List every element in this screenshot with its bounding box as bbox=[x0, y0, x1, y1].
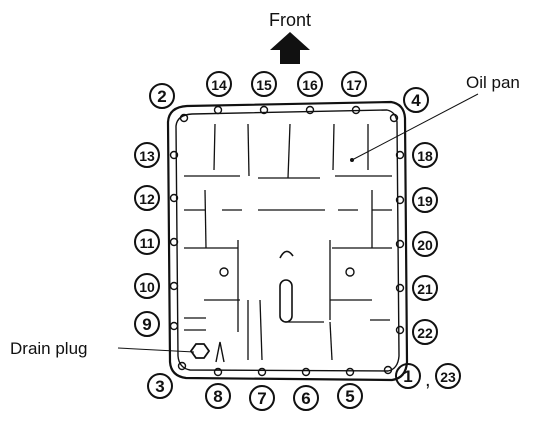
bolt-hole-9 bbox=[169, 321, 179, 331]
bolt-callout-14: 14 bbox=[206, 71, 232, 97]
bolt-callout-23: 23 bbox=[435, 363, 461, 389]
svg-text:3: 3 bbox=[155, 377, 164, 396]
bolt-callout-19: 19 bbox=[412, 187, 438, 213]
bolt-hole-7 bbox=[257, 367, 267, 377]
bolt-callout-21: 21 bbox=[412, 275, 438, 301]
bolt-callout-10: 10 bbox=[134, 273, 160, 299]
bolt-callout-6: 6 bbox=[293, 385, 319, 411]
inner-hole-right bbox=[345, 267, 355, 277]
bolt-hole-14 bbox=[213, 105, 223, 115]
front-label: Front bbox=[269, 10, 311, 30]
drain-plug-leader-line bbox=[117, 347, 195, 353]
bolt-callout-22: 22 bbox=[412, 319, 438, 345]
drain-plug-icon bbox=[189, 343, 211, 359]
bolt-callout-13: 13 bbox=[134, 142, 160, 168]
bolt-hole-3 bbox=[177, 361, 187, 371]
bolt-hole-10 bbox=[169, 281, 179, 291]
svg-text:10: 10 bbox=[139, 279, 155, 295]
svg-text:14: 14 bbox=[211, 77, 227, 93]
svg-text:8: 8 bbox=[213, 387, 222, 406]
bolt-callout-17: 17 bbox=[341, 71, 367, 97]
bolt-hole-6 bbox=[301, 367, 311, 377]
svg-text:21: 21 bbox=[417, 281, 433, 297]
svg-text:13: 13 bbox=[139, 148, 155, 164]
bolt-hole-4 bbox=[389, 113, 399, 123]
bolt-hole-17 bbox=[351, 105, 361, 115]
drain-plug-label: Drain plug bbox=[10, 339, 88, 358]
svg-text:6: 6 bbox=[301, 389, 310, 408]
svg-text:16: 16 bbox=[302, 77, 318, 93]
bolt-callout-11: 11 bbox=[134, 229, 160, 255]
bolt-callout-12: 12 bbox=[134, 185, 160, 211]
bolt-callout-20: 20 bbox=[412, 231, 438, 257]
inner-hole-left bbox=[219, 267, 229, 277]
callout-separator: , bbox=[425, 369, 431, 391]
svg-text:5: 5 bbox=[345, 387, 354, 406]
bolt-callout-3: 3 bbox=[147, 373, 173, 399]
bolt-hole-18 bbox=[395, 150, 405, 160]
oil-pan-label: Oil pan bbox=[466, 73, 520, 92]
inner-slot-feature bbox=[279, 279, 293, 323]
svg-text:23: 23 bbox=[440, 369, 456, 385]
bolt-callout-1: 1 bbox=[395, 363, 421, 389]
svg-text:9: 9 bbox=[142, 315, 151, 334]
svg-text:20: 20 bbox=[417, 237, 433, 253]
svg-text:1: 1 bbox=[403, 367, 412, 386]
svg-text:22: 22 bbox=[417, 325, 433, 341]
bolt-callout-4: 4 bbox=[403, 87, 429, 113]
bolt-hole-2 bbox=[179, 113, 189, 123]
bolt-hole-8 bbox=[213, 367, 223, 377]
bolt-hole-12 bbox=[169, 193, 179, 203]
bolt-hole-20 bbox=[395, 239, 405, 249]
bolt-callout-9: 9 bbox=[134, 311, 160, 337]
bolt-holes bbox=[169, 105, 405, 377]
bolt-hole-13 bbox=[169, 150, 179, 160]
svg-text:4: 4 bbox=[411, 91, 421, 110]
oil-pan-leader-line bbox=[351, 93, 479, 161]
svg-text:12: 12 bbox=[139, 191, 155, 207]
oil-pan-ribs bbox=[184, 123, 392, 361]
svg-text:7: 7 bbox=[257, 389, 266, 408]
svg-text:15: 15 bbox=[256, 77, 272, 93]
svg-text:19: 19 bbox=[417, 193, 433, 209]
front-arrow-icon bbox=[270, 32, 310, 64]
bolt-callout-8: 8 bbox=[205, 383, 231, 409]
bolt-callout-2: 2 bbox=[149, 83, 175, 109]
oil-pan-inner-outline bbox=[175, 109, 400, 372]
bolt-callout-16: 16 bbox=[297, 71, 323, 97]
drain-plug-tab bbox=[215, 341, 225, 363]
bolt-hole-5 bbox=[345, 367, 355, 377]
bolt-callout-7: 7 bbox=[249, 385, 275, 411]
bolt-callout-5: 5 bbox=[337, 383, 363, 409]
oil-pan-leader-dot bbox=[350, 158, 354, 162]
bolt-hole-22 bbox=[395, 325, 405, 335]
inner-hook-feature bbox=[279, 250, 294, 259]
bolt-hole-11 bbox=[169, 237, 179, 247]
bolt-hole-19 bbox=[395, 195, 405, 205]
svg-text:18: 18 bbox=[417, 148, 433, 164]
oil-pan-outer-outline bbox=[166, 100, 409, 382]
svg-text:2: 2 bbox=[157, 87, 166, 106]
bolt-hole-16 bbox=[305, 105, 315, 115]
bolt-callout-18: 18 bbox=[412, 142, 438, 168]
bolt-hole-15 bbox=[259, 105, 269, 115]
svg-text:11: 11 bbox=[140, 235, 155, 251]
svg-text:17: 17 bbox=[346, 77, 362, 93]
bolt-hole-21 bbox=[395, 283, 405, 293]
bolt-callout-15: 15 bbox=[251, 71, 277, 97]
bolt-hole-1 bbox=[383, 365, 393, 375]
